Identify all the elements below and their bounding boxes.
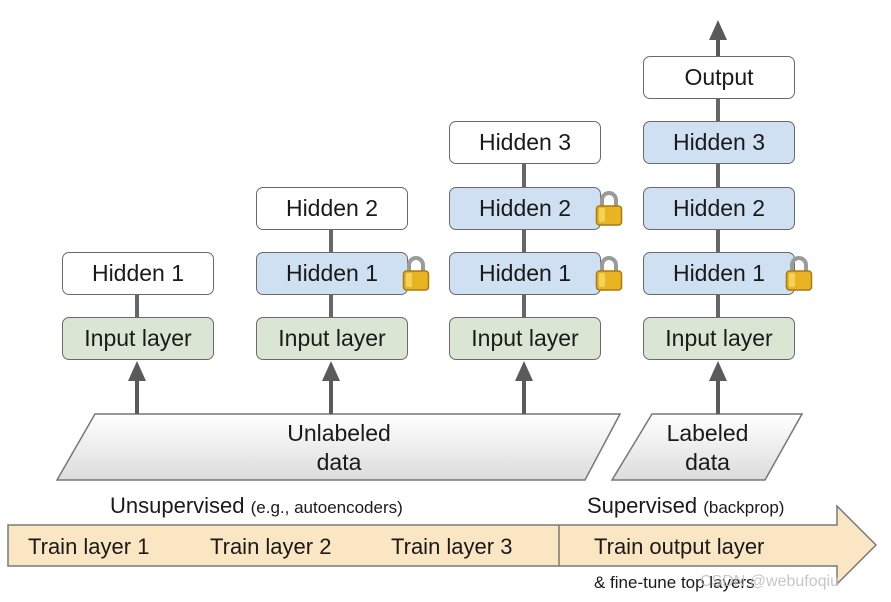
step-train-output-layer: Train output layer <box>594 534 765 559</box>
connector <box>716 295 720 317</box>
layer-label: Hidden 2 <box>478 195 572 221</box>
arrow-up-icon <box>709 361 727 381</box>
arrow-shaft <box>135 378 139 414</box>
connector <box>135 295 139 317</box>
step-train-layer-2: Train layer 2 <box>210 534 332 559</box>
watermark: CSDN @webufoqiu <box>700 573 839 590</box>
padlock-icon <box>785 256 813 291</box>
supervised-main: Supervised <box>587 493 698 518</box>
layer-label: Hidden 2 <box>672 195 766 221</box>
unlabeled-data-label: Unlabeled data <box>239 419 439 477</box>
padlock-icon <box>595 191 623 226</box>
unsupervised-main: Unsupervised <box>110 493 245 518</box>
layer-label: Hidden 1 <box>91 260 185 286</box>
layer-label: Hidden 3 <box>478 129 572 155</box>
connector <box>522 164 526 187</box>
layer-label: Hidden 1 <box>285 260 379 286</box>
connector <box>329 295 333 317</box>
output-arrow-shaft <box>716 38 720 58</box>
layer-label: Hidden 2 <box>285 195 379 221</box>
layer-box-hidden-1-frozen: Hidden 1 <box>256 252 408 295</box>
layer-box-input: Input layer <box>62 317 214 360</box>
arrow-up-icon <box>515 361 533 381</box>
arrow-shaft <box>329 378 333 414</box>
arrow-up-icon <box>128 361 146 381</box>
labeled-data-label: Labeled data <box>630 419 785 477</box>
labeled-line1: Labeled <box>666 420 749 446</box>
layer-label: Input layer <box>278 325 386 351</box>
labeled-line2: data <box>685 449 730 475</box>
connector <box>522 230 526 252</box>
layer-box-input: Input layer <box>643 317 795 360</box>
step-train-layer-1: Train layer 1 <box>28 534 150 559</box>
arrow-shaft <box>522 378 526 414</box>
layer-label: Hidden 1 <box>478 260 572 286</box>
unlabeled-line1: Unlabeled <box>287 420 391 446</box>
unlabeled-line2: data <box>316 449 362 475</box>
layer-box-hidden-1-frozen: Hidden 1 <box>449 252 601 295</box>
supervised-note: (backprop) <box>703 498 785 517</box>
connector <box>716 99 720 122</box>
layer-box-hidden-1-new: Hidden 1 <box>62 252 214 295</box>
layer-box-hidden-3: Hidden 3 <box>643 121 795 164</box>
layer-label: Hidden 3 <box>672 129 766 155</box>
connector <box>716 164 720 187</box>
arrow-up-icon <box>709 20 727 40</box>
arrow-shaft <box>716 378 720 414</box>
layer-label: Hidden 1 <box>672 260 766 286</box>
layer-box-input: Input layer <box>256 317 408 360</box>
padlock-icon <box>595 256 623 291</box>
layer-box-hidden-2-new: Hidden 2 <box>256 187 408 230</box>
layer-box-input: Input layer <box>449 317 601 360</box>
unlabeled-data-shape <box>55 413 622 481</box>
labeled-data-shape <box>610 413 804 481</box>
unsupervised-label: Unsupervised (e.g., autoencoders) <box>110 493 403 519</box>
layer-box-hidden-3-new: Hidden 3 <box>449 121 601 164</box>
connector <box>716 230 720 252</box>
connector <box>329 230 333 252</box>
unsupervised-note: (e.g., autoencoders) <box>250 498 403 517</box>
layer-box-hidden-2: Hidden 2 <box>643 187 795 230</box>
step-train-layer-3: Train layer 3 <box>391 534 513 559</box>
padlock-icon <box>402 256 430 291</box>
fine-tune-note: & fine-tune top layers <box>594 573 755 592</box>
layer-box-hidden-1-frozen: Hidden 1 <box>643 252 795 295</box>
layer-label: Input layer <box>471 325 579 351</box>
layer-box-output: Output <box>643 56 795 99</box>
layer-label: Input layer <box>665 325 773 351</box>
arrow-up-icon <box>322 361 340 381</box>
layer-label: Output <box>684 64 754 90</box>
connector <box>522 295 526 317</box>
supervised-label: Supervised (backprop) <box>587 493 784 519</box>
layer-label: Input layer <box>84 325 192 351</box>
